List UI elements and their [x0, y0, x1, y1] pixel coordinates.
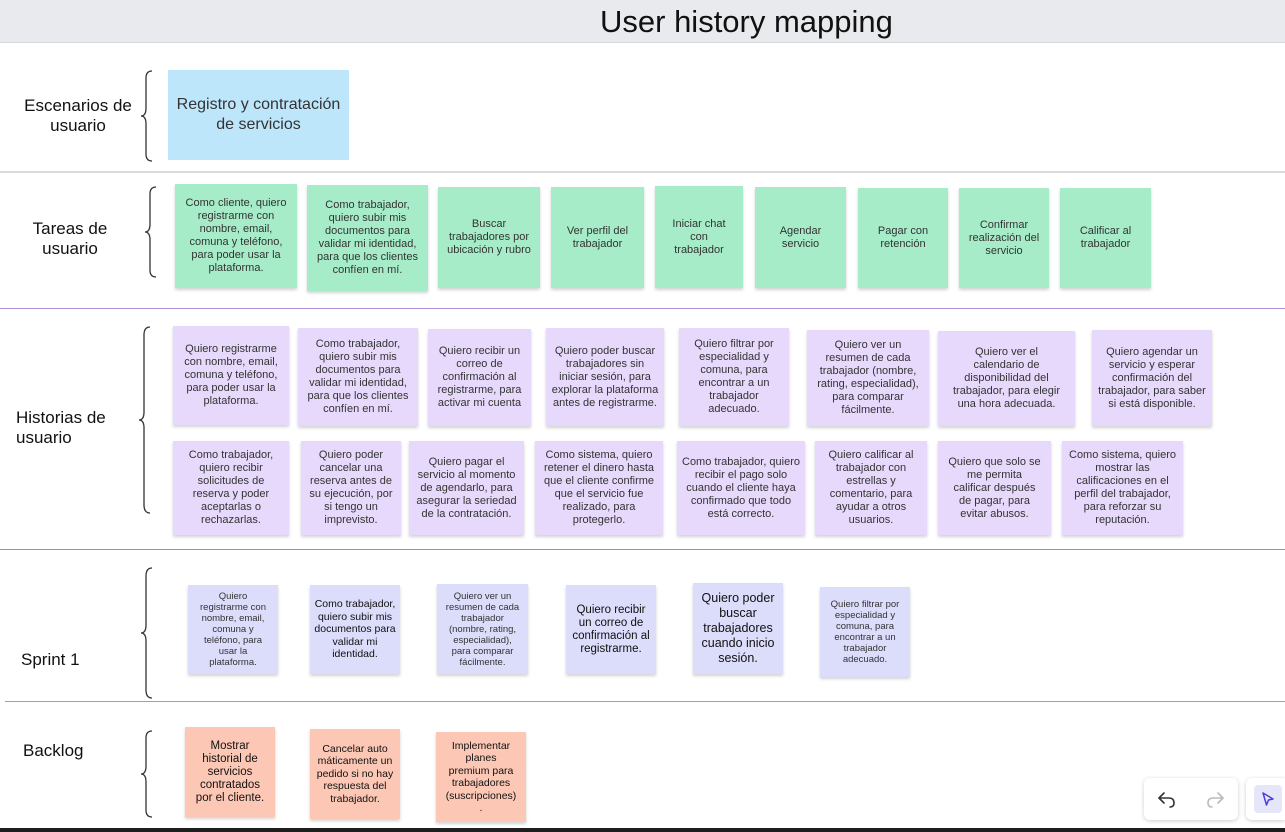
story-card[interactable]: Quiero que solo se me permita calificar … [938, 441, 1051, 535]
story-card[interactable]: Quiero poder buscar trabajadores sin ini… [546, 328, 664, 426]
story-card[interactable]: Como trabajador, quiero subir mis docume… [298, 328, 418, 426]
brace-icon [140, 730, 153, 818]
story-card[interactable]: Como sistema, quiero retener el dinero h… [535, 441, 663, 535]
task-card[interactable]: Como trabajador, quiero subir mis docume… [307, 185, 428, 291]
task-card[interactable]: Buscar trabajadores por ubicación y rubr… [438, 187, 540, 288]
board-title: User history mapping [600, 4, 893, 39]
backlog-card[interactable]: Cancelar auto máticamente un pedido si n… [310, 729, 400, 819]
story-card[interactable]: Quiero ver el calendario de disponibilid… [938, 331, 1075, 426]
scenario-card[interactable]: Registro y contratación de servicios [168, 70, 349, 160]
board-title-bar: User history mapping [0, 0, 1285, 43]
row-divider [0, 308, 1285, 309]
row-divider [5, 701, 1285, 702]
story-card[interactable]: Como sistema, quiero mostrar las calific… [1062, 441, 1183, 535]
story-card[interactable]: Quiero registrarme con nombre, email, co… [173, 326, 289, 425]
sprint-card[interactable]: Quiero recibir un correo de confirmación… [566, 585, 656, 674]
select-tool-button[interactable] [1254, 785, 1282, 813]
story-card[interactable]: Quiero agendar un servicio y esperar con… [1092, 330, 1212, 426]
row-label-sprint: Sprint 1 [21, 650, 80, 669]
story-card[interactable]: Quiero calificar al trabajador con estre… [815, 441, 927, 535]
row-label-scenarios: Escenarios de usuario [24, 96, 132, 135]
task-card[interactable]: Ver perfil del trabajador [551, 187, 644, 288]
sprint-card[interactable]: Quiero poder buscar trabajadores cuando … [693, 583, 783, 674]
sprint-card[interactable]: Quiero registrarme con nombre, email, co… [188, 585, 278, 674]
undo-icon[interactable] [1156, 788, 1178, 810]
story-card[interactable]: Quiero ver un resumen de cada trabajador… [807, 330, 929, 426]
window-bottom-edge [0, 828, 1285, 832]
backlog-card[interactable]: Mostrar historial de servicios contratad… [185, 727, 275, 817]
story-card[interactable]: Quiero filtrar por especialidad y comuna… [679, 328, 789, 426]
brace-icon [144, 186, 157, 278]
story-card[interactable]: Como trabajador, quiero recibir solicitu… [173, 441, 289, 535]
brace-icon [138, 326, 151, 514]
undo-redo-toolbar [1144, 778, 1238, 820]
row-divider [0, 549, 1285, 550]
row-label-tasks: Tareas de usuario [32, 219, 108, 258]
tool-selector [1246, 778, 1285, 820]
row-label-backlog: Backlog [23, 741, 84, 760]
sprint-card[interactable]: Quiero filtrar por especialidad y comuna… [820, 587, 910, 677]
task-card[interactable]: Iniciar chat con trabajador [655, 186, 743, 288]
task-card[interactable]: Calificar al trabajador [1060, 188, 1151, 288]
task-card[interactable]: Confirmar realización del servicio [959, 188, 1049, 288]
backlog-card[interactable]: Implementar planes premium para trabajad… [436, 732, 526, 822]
sprint-card[interactable]: Como trabajador, quiero subir mis docume… [310, 585, 400, 674]
story-card[interactable]: Quiero pagar el servicio al momento de a… [409, 441, 524, 535]
pointer-icon [1262, 792, 1274, 806]
brace-icon [140, 70, 153, 162]
redo-icon[interactable] [1204, 788, 1226, 810]
row-divider [0, 171, 1285, 173]
task-card[interactable]: Pagar con retención [858, 188, 948, 288]
story-card[interactable]: Quiero poder cancelar una reserva antes … [301, 441, 401, 535]
task-card[interactable]: Agendar servicio [755, 187, 846, 288]
brace-icon [140, 567, 153, 699]
story-card[interactable]: Como trabajador, quiero recibir el pago … [677, 441, 805, 535]
task-card[interactable]: Como cliente, quiero registrarme con nom… [175, 184, 297, 288]
story-card[interactable]: Quiero recibir un correo de confirmación… [428, 329, 531, 426]
sprint-card[interactable]: Quiero ver un resumen de cada trabajador… [437, 584, 528, 674]
row-label-stories: Historias de usuario [16, 408, 106, 447]
